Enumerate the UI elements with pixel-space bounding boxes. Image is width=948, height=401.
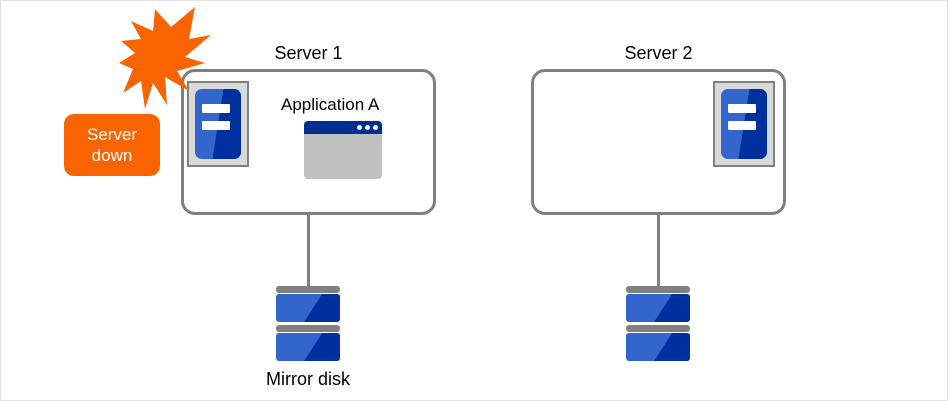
server1-title: Server 1 [274, 43, 343, 63]
server-machine-icon [713, 81, 775, 167]
server-down-badge: Server down [64, 114, 160, 176]
machine-slot-bar [728, 104, 756, 114]
window-control-dot [357, 125, 362, 130]
server1-disk-connector [307, 215, 310, 289]
disk-facet [654, 333, 690, 361]
disk-plate [276, 333, 340, 361]
disk-plate [626, 294, 690, 322]
disk-cap [626, 325, 690, 332]
disk-facet [654, 294, 690, 322]
machine-body [721, 89, 767, 159]
server2-disk-connector [657, 215, 660, 289]
mirror-disk-stack-server1 [276, 286, 340, 361]
application-label: Application A [281, 95, 380, 114]
disk-facet [304, 333, 340, 361]
disk-facet [304, 294, 340, 322]
window-control-dot [373, 125, 378, 130]
disk-cap [276, 286, 340, 293]
machine-slot-bar [202, 104, 230, 114]
alert-line-2: down [91, 146, 133, 165]
window-control-dot [365, 125, 370, 130]
mirror-disk-label: Mirror disk [266, 369, 350, 389]
machine-slot-bar [728, 120, 756, 130]
application-window-icon [304, 121, 382, 179]
explosion-burst-icon [119, 7, 211, 109]
application-window-titlebar [304, 121, 382, 134]
machine-slot-bar [202, 120, 230, 130]
server2-title: Server 2 [624, 43, 693, 63]
disk-cap [276, 325, 340, 332]
mirror-disk-stack-server2 [626, 286, 690, 361]
disk-cap [626, 286, 690, 293]
disk-plate [276, 294, 340, 322]
server-machine-icon [187, 81, 249, 167]
machine-body [195, 89, 241, 159]
disk-plate [626, 333, 690, 361]
alert-line-1: Server [86, 124, 138, 144]
